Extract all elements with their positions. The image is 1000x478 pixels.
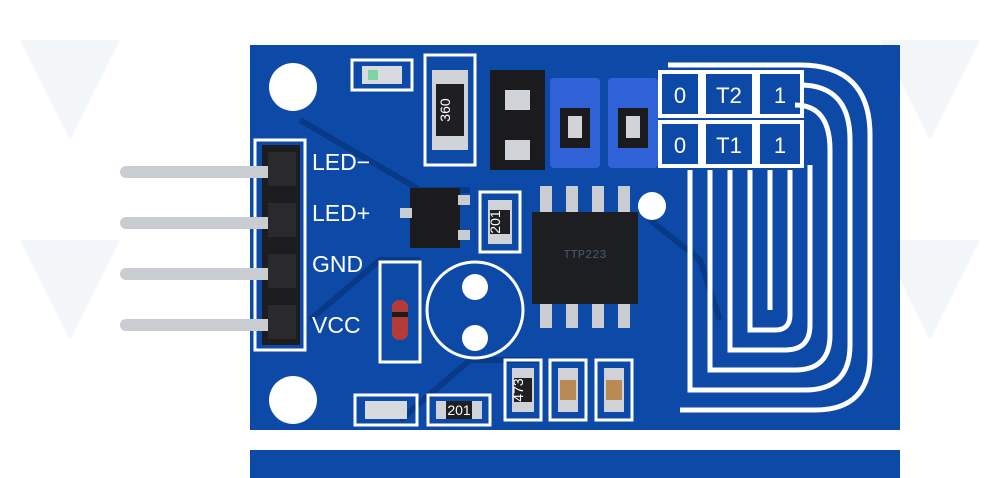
chip-marking: TTP223 xyxy=(563,248,606,262)
resistor-201-v-marking: 201 xyxy=(487,210,503,234)
pcb-board-second xyxy=(250,450,900,478)
resistor-201-b-marking: 201 xyxy=(447,402,471,418)
resistor-473: 473 xyxy=(503,358,543,422)
background-watermark xyxy=(20,40,980,340)
resistor-473-marking: 473 xyxy=(510,378,526,402)
transistor xyxy=(400,188,470,248)
diode xyxy=(378,260,422,364)
config-grid: 0 T2 1 0 T1 1 xyxy=(658,70,804,168)
pin-label-vcc: VCC xyxy=(312,312,361,338)
mounting-hole-top xyxy=(269,63,317,111)
touch-pad xyxy=(668,62,873,413)
led-top xyxy=(350,58,414,92)
grid-cell-r2c2: T1 xyxy=(716,133,742,158)
grid-cell-r2c3: 1 xyxy=(774,133,786,158)
grid-cell-r1c2: T2 xyxy=(716,83,742,108)
capacitor-1 xyxy=(548,358,588,422)
pin-label-led-minus: LED− xyxy=(312,149,370,175)
resistor-360-marking: 360 xyxy=(437,98,453,122)
capacitor-2 xyxy=(594,358,634,422)
grid-cell-r2c1: 0 xyxy=(674,133,686,158)
jumper-blue-2 xyxy=(608,78,658,168)
pin-led-plus xyxy=(120,217,278,229)
pin-vcc xyxy=(120,319,278,331)
sensor-circle xyxy=(425,260,525,360)
pin-label-gnd: GND xyxy=(312,251,363,277)
pin-led-minus xyxy=(120,166,278,178)
grid-cell-r1c1: 0 xyxy=(674,83,686,108)
pin-gnd xyxy=(120,268,278,280)
pin-label-led-plus: LED+ xyxy=(312,200,370,226)
ic-chip: TTP223 xyxy=(532,186,638,328)
resistor-360: 360 xyxy=(423,53,477,167)
led-bottom xyxy=(353,393,419,427)
resistor-201-bottom: 201 xyxy=(426,393,492,427)
resistor-201-vertical: 201 xyxy=(478,190,522,254)
test-via xyxy=(638,192,666,220)
jumper-black xyxy=(490,70,545,170)
mounting-hole-bottom xyxy=(269,376,317,424)
pin-header xyxy=(120,138,307,352)
jumper-blue-1 xyxy=(550,78,600,168)
grid-cell-r1c3: 1 xyxy=(774,83,786,108)
